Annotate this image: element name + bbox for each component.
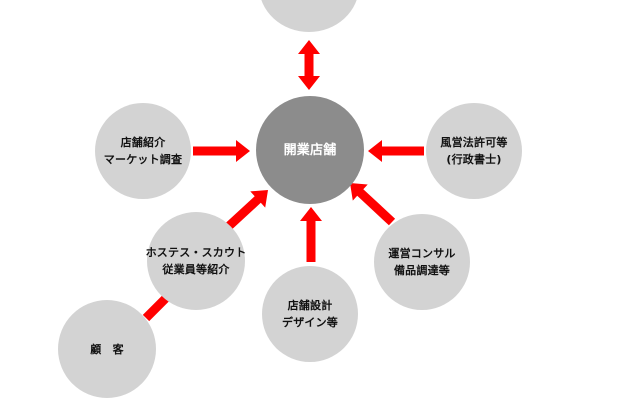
node-store-design-line-2: デザイン等 [282,316,338,329]
node-customer: 顧 客 [58,300,156,398]
node-hostess-scout-line-1: ホステス・スカウト [145,246,247,259]
node-operation-consult: 運営コンサル 備品調達等 [374,214,470,310]
node-license: 風営法許可等 (行政書士) [426,103,522,199]
node-store-design-label: 店舗設計 デザイン等 [282,297,338,331]
node-license-line-2: (行政書士) [446,153,502,166]
node-center-label: 開業店舗 [283,142,337,158]
node-center: 開業店舗 [256,96,364,204]
node-store-design: 店舗設計 デザイン等 [262,266,358,362]
arrow-group [142,40,424,322]
node-operation-consult-line-2: 備品調達等 [393,264,450,277]
node-store-intro: 店舗紹介 マーケット調査 [95,103,191,199]
node-license-line-1: 風営法許可等 [440,136,508,149]
node-store-intro-label: 店舗紹介 マーケット調査 [104,134,182,168]
node-operation-consult-line-1: 運営コンサル [388,247,456,260]
node-customer-label: 顧 客 [90,341,124,358]
arrow-right-to-center [368,140,424,162]
node-hostess-scout: ホステス・スカウト 従業員等紹介 [146,212,247,310]
arrow-hostess-to-center [225,190,268,230]
node-hostess-scout-label: ホステス・スカウト 従業員等紹介 [146,244,247,278]
node-license-label: 風営法許可等 (行政書士) [440,134,507,168]
arrow-top-double [298,40,320,90]
node-store-intro-line-1: 店舗紹介 [120,136,166,149]
connector-customer-hostess [142,292,172,322]
node-hostess-scout-line-2: 従業員等紹介 [162,263,230,276]
arrow-design-to-center [300,207,322,262]
arrow-left-to-center [193,140,250,162]
node-customer-line-1: 顧 客 [90,342,124,356]
node-store-intro-line-2: マーケット調査 [103,153,183,166]
node-operation-consult-label: 運営コンサル 備品調達等 [388,245,455,279]
node-store-design-line-1: 店舗設計 [287,299,333,312]
arrow-operation-to-center [350,183,396,226]
